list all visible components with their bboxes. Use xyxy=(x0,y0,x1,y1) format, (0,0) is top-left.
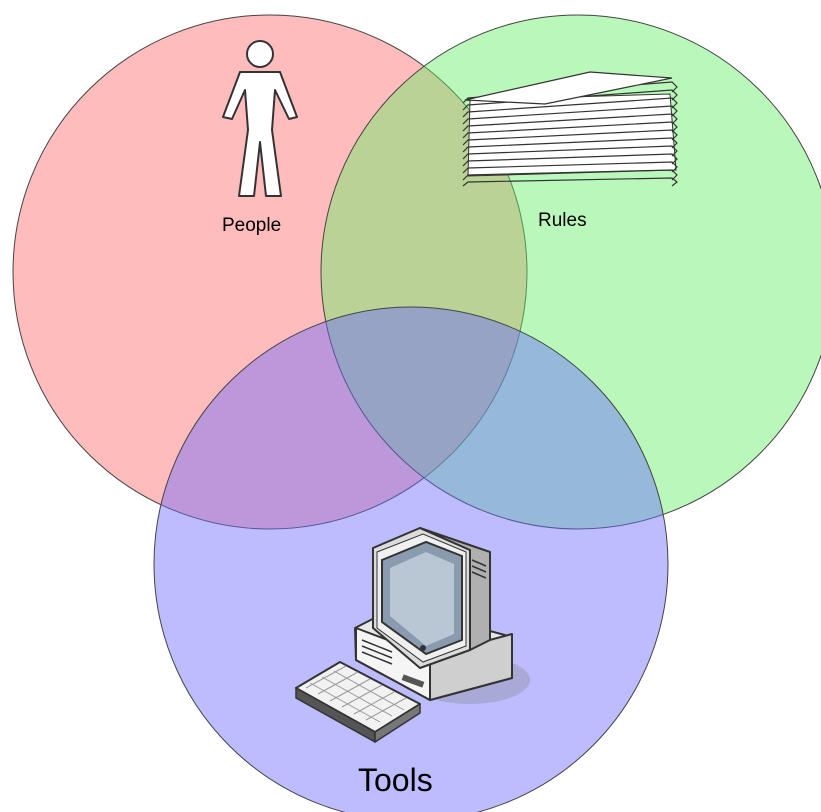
paper-stack-icon xyxy=(462,71,678,187)
computer-icon xyxy=(295,527,530,743)
label-tools: Tools xyxy=(358,762,433,798)
circle-rules xyxy=(320,14,821,530)
circle-people xyxy=(12,14,528,530)
label-people: People xyxy=(222,215,281,236)
person-icon xyxy=(222,40,298,197)
label-rules: Rules xyxy=(538,210,587,231)
